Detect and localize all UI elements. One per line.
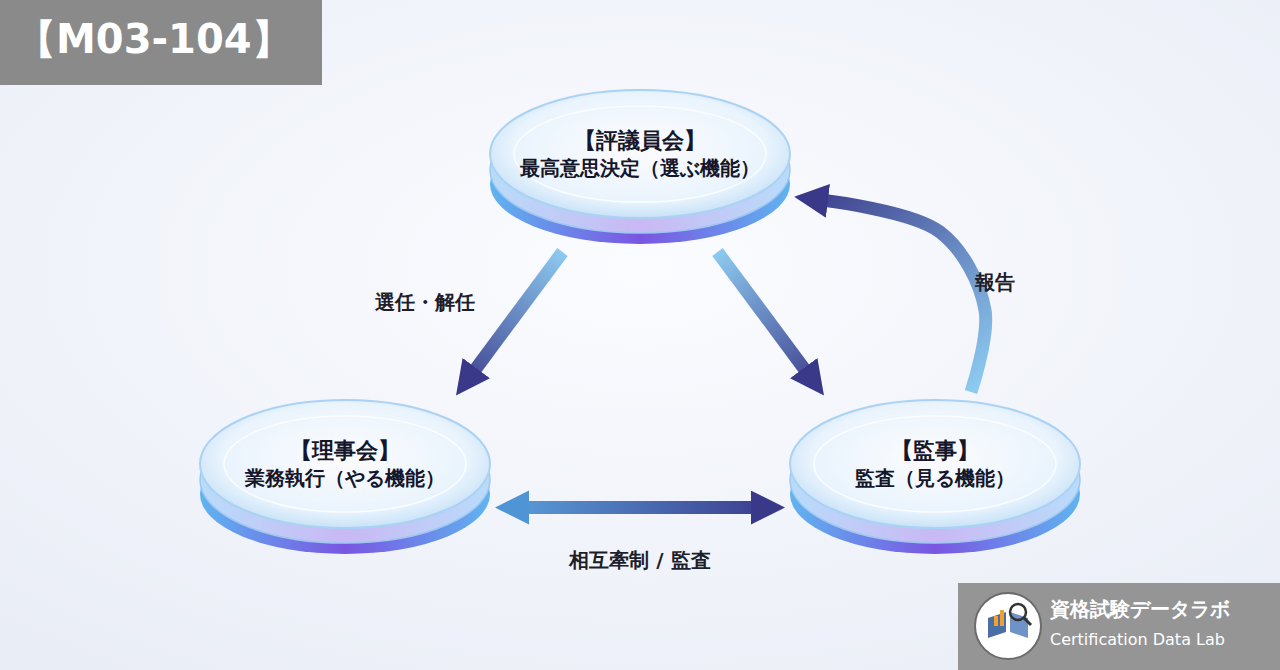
edge-label: 選任・解任 — [375, 289, 475, 316]
flow-arrow — [525, 501, 755, 514]
disc-highlight — [814, 416, 1056, 512]
flow-arrow — [474, 252, 563, 371]
node-heading: 【評議員会】 — [574, 126, 706, 156]
disc-highlight — [514, 106, 766, 202]
disc-face: 【評議員会】最高意思決定（選ぶ機能） — [485, 82, 795, 226]
disc-highlight — [224, 416, 466, 512]
disc-face: 【監事】監査（見る機能） — [785, 392, 1085, 536]
node-heading: 【理事会】 — [290, 436, 400, 466]
disc-node: 【監事】監査（見る機能） — [785, 392, 1085, 562]
disc-node: 【理事会】業務執行（やる機能） — [195, 392, 495, 562]
disc-top — [490, 90, 790, 218]
disc-face: 【理事会】業務執行（やる機能） — [195, 392, 495, 536]
node-body: 最高意思決定（選ぶ機能） — [520, 155, 760, 182]
logo-text: Certification Data Lab — [1050, 630, 1225, 649]
logo-text: 資格試験データラボ — [1050, 596, 1230, 623]
edge-label: 報告 — [975, 269, 1015, 296]
flow-arrow — [824, 200, 986, 392]
disc-top — [790, 400, 1080, 528]
figure-code: 【M03-104】 — [16, 12, 292, 67]
edge-label: 相互牽制 / 監査 — [569, 547, 710, 574]
logo-icon — [975, 593, 1041, 659]
logo-panel — [958, 583, 1280, 670]
badge-panel — [0, 0, 322, 85]
node-body: 監査（見る機能） — [855, 465, 1015, 492]
node-heading: 【監事】 — [891, 436, 979, 466]
flow-arrow — [718, 252, 807, 371]
node-body: 業務執行（やる機能） — [245, 465, 445, 492]
disc-node: 【評議員会】最高意思決定（選ぶ機能） — [485, 82, 795, 252]
disc-top — [200, 400, 490, 528]
